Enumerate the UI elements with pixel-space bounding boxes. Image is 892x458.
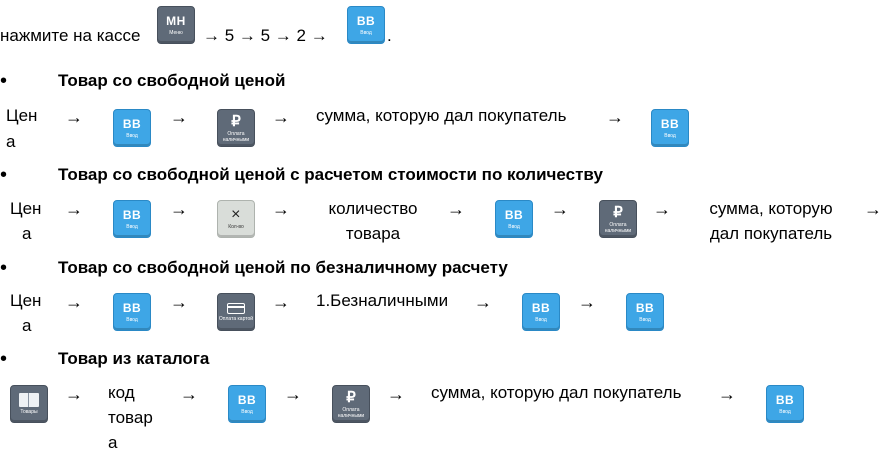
key-label: ВВ bbox=[531, 301, 551, 315]
cash-payment-key-icon[interactable]: ₽ Оплата наличными bbox=[217, 109, 255, 147]
arrow-icon: → bbox=[65, 292, 83, 312]
menu-key-icon[interactable]: МН Меню bbox=[157, 6, 195, 44]
arrow-icon: → bbox=[170, 292, 188, 312]
arrow-icon: → bbox=[170, 199, 188, 219]
bullet-icon: • bbox=[0, 348, 8, 370]
intro-period: . bbox=[387, 26, 392, 45]
key-caption: Ввод bbox=[360, 30, 372, 36]
section-heading: Товар со свободной ценой по безналичному… bbox=[58, 258, 508, 277]
key-label: ВВ bbox=[635, 301, 655, 315]
intro-text: нажмите на кассе bbox=[0, 26, 141, 45]
key-caption: Оплата наличными bbox=[604, 221, 632, 234]
key-label: ВВ bbox=[122, 117, 142, 131]
arrow-icon: → bbox=[718, 384, 736, 404]
quantity-text: количество bbox=[328, 199, 418, 218]
ruble-symbol: ₽ bbox=[613, 203, 623, 221]
amount-text: сумма, которую bbox=[709, 199, 833, 218]
arrow-icon: → bbox=[170, 107, 188, 127]
amount-text: сумма, которую дал покупатель bbox=[316, 106, 567, 125]
arrow-icon: → bbox=[180, 384, 198, 404]
price-label-cont: а bbox=[22, 224, 32, 243]
price-label: Цен bbox=[10, 199, 42, 218]
arrow-icon: → bbox=[864, 199, 882, 219]
key-caption: Ввод bbox=[241, 409, 253, 415]
price-label-cont: а bbox=[22, 316, 32, 335]
key-label: ВВ bbox=[122, 208, 142, 222]
bullet-icon: • bbox=[0, 70, 8, 92]
enter-key-icon[interactable]: ВВ Ввод bbox=[651, 109, 689, 147]
enter-key-icon[interactable]: ВВ Ввод bbox=[522, 293, 560, 331]
key-label: ВВ bbox=[660, 117, 680, 131]
quantity-text-cont: товара bbox=[345, 224, 401, 243]
amount-text: сумма, которую дал покупатель bbox=[431, 383, 682, 402]
key-caption: Ввод bbox=[779, 409, 791, 415]
arrow-icon: → bbox=[551, 199, 569, 219]
key-caption: Ввод bbox=[126, 224, 138, 230]
key-caption: Ввод bbox=[126, 133, 138, 139]
bullet-icon: • bbox=[0, 164, 8, 186]
arrow-icon: → bbox=[387, 384, 405, 404]
enter-key-icon[interactable]: ВВ Ввод bbox=[228, 385, 266, 423]
arrow-icon: → bbox=[65, 107, 83, 127]
amount-text-cont: дал покупатель bbox=[709, 224, 833, 243]
key-label: ВВ bbox=[775, 393, 795, 407]
arrow-icon: → bbox=[447, 199, 465, 219]
section-heading: Товар со свободной ценой bbox=[58, 71, 286, 90]
arrow-icon: → bbox=[606, 107, 624, 127]
code-label-cont: а bbox=[108, 433, 118, 452]
arrow-icon: → bbox=[578, 292, 596, 312]
key-caption: Меню bbox=[169, 30, 183, 36]
enter-key-icon[interactable]: ВВ Ввод bbox=[113, 109, 151, 147]
price-label: Цен bbox=[10, 291, 42, 310]
cash-payment-key-icon[interactable]: ₽ Оплата наличными bbox=[599, 200, 637, 238]
enter-key-icon[interactable]: ВВ Ввод bbox=[347, 6, 385, 44]
arrow-icon: → bbox=[65, 384, 83, 404]
quantity-key-icon[interactable]: × Кол-во bbox=[217, 200, 255, 238]
code-label-cont: товар bbox=[108, 408, 153, 427]
key-caption: Оплата картой bbox=[218, 315, 254, 322]
arrow-icon: → bbox=[272, 199, 290, 219]
cash-payment-key-icon[interactable]: ₽ Оплата наличными bbox=[332, 385, 370, 423]
key-label: ВВ bbox=[122, 301, 142, 315]
arrow-icon: → bbox=[65, 199, 83, 219]
bullet-icon: • bbox=[0, 257, 8, 279]
key-label: ВВ bbox=[356, 14, 376, 28]
ruble-symbol: ₽ bbox=[231, 112, 241, 130]
section-heading: Товар со свободной ценой с расчетом стои… bbox=[58, 165, 603, 184]
key-caption: Кол-во bbox=[228, 224, 244, 230]
cashless-text: 1.Безналичными bbox=[316, 291, 449, 310]
enter-key-icon[interactable]: ВВ Ввод bbox=[113, 200, 151, 238]
section-heading: Товар из каталога bbox=[58, 349, 210, 368]
enter-key-icon[interactable]: ВВ Ввод bbox=[113, 293, 151, 331]
key-caption: Товары bbox=[20, 409, 38, 415]
credit-card-icon bbox=[227, 302, 245, 314]
price-label-cont: а bbox=[6, 132, 16, 151]
key-caption: Ввод bbox=[664, 133, 676, 139]
enter-key-icon[interactable]: ВВ Ввод bbox=[495, 200, 533, 238]
key-label: ВВ bbox=[237, 393, 257, 407]
arrow-icon: → bbox=[474, 292, 492, 312]
arrow-icon: → bbox=[284, 384, 302, 404]
arrow-icon: → bbox=[653, 199, 671, 219]
intro-sequence: → 5 → 5 → 2 → bbox=[203, 26, 328, 45]
card-payment-key-icon[interactable]: Оплата картой bbox=[217, 293, 255, 331]
arrow-icon: → bbox=[272, 292, 290, 312]
key-label: ВВ bbox=[504, 208, 524, 222]
key-caption: Ввод bbox=[639, 317, 651, 323]
catalog-book-icon bbox=[19, 393, 39, 407]
enter-key-icon[interactable]: ВВ Ввод bbox=[766, 385, 804, 423]
key-label: МН bbox=[166, 14, 186, 28]
key-caption: Ввод bbox=[508, 224, 520, 230]
key-caption: Ввод bbox=[126, 317, 138, 323]
code-label: код bbox=[108, 383, 135, 402]
multiply-symbol: × bbox=[231, 206, 241, 223]
arrow-icon: → bbox=[272, 107, 290, 127]
enter-key-icon[interactable]: ВВ Ввод bbox=[626, 293, 664, 331]
key-caption: Оплата наличными bbox=[222, 130, 250, 143]
catalog-key-icon[interactable]: Товары bbox=[10, 385, 48, 423]
key-caption: Оплата наличными bbox=[337, 406, 365, 419]
ruble-symbol: ₽ bbox=[346, 388, 356, 406]
price-label: Цен bbox=[6, 106, 38, 125]
key-caption: Ввод bbox=[535, 317, 547, 323]
